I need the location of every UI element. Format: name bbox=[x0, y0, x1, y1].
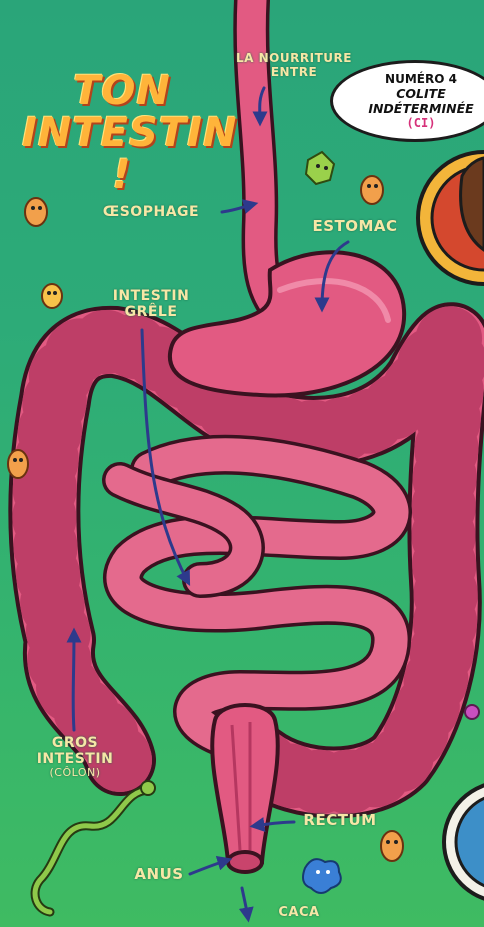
label-food-enters: LA NOURRITURE ENTRE bbox=[224, 52, 364, 80]
label-small-intestine-line-1: INTESTIN bbox=[96, 288, 206, 304]
small-intestine bbox=[120, 455, 392, 742]
character-portrait-top bbox=[418, 152, 484, 284]
germ-icon bbox=[8, 450, 28, 478]
label-anus: ANUS bbox=[124, 866, 194, 883]
label-large-intestine-line-1: GROS bbox=[20, 735, 130, 751]
germ-icon bbox=[381, 831, 403, 861]
title-line-1: TON bbox=[22, 70, 222, 112]
stomach bbox=[170, 252, 404, 395]
germ-icon bbox=[361, 176, 383, 204]
germ-icon bbox=[465, 705, 479, 719]
bubble-line-1: NUMÉRO 4 bbox=[346, 72, 484, 86]
label-esophagus: ŒSOPHAGE bbox=[86, 204, 216, 220]
label-small-intestine: INTESTIN GRÊLE bbox=[96, 288, 206, 320]
arrow-anus bbox=[190, 860, 228, 874]
worm-icon bbox=[35, 781, 155, 912]
title-line-2: INTESTIN ! bbox=[22, 112, 222, 196]
label-large-intestine-line-3: (CÔLON) bbox=[20, 767, 130, 780]
bubble-line-3: INDÉTERMINÉE bbox=[346, 101, 484, 116]
arrow-large-intestine bbox=[73, 632, 74, 730]
label-food-enters-line-1: LA NOURRITURE bbox=[224, 52, 364, 66]
label-large-intestine-line-2: INTESTIN bbox=[20, 751, 130, 767]
page-title: TON INTESTIN ! bbox=[22, 70, 222, 196]
character-portrait-bottom bbox=[444, 782, 484, 902]
anus bbox=[228, 852, 262, 872]
label-poop: CACA bbox=[264, 906, 334, 921]
label-stomach: ESTOMAC bbox=[300, 218, 410, 235]
rectum bbox=[212, 705, 278, 872]
label-food-enters-line-2: ENTRE bbox=[224, 66, 364, 80]
speech-bubble-text: NUMÉRO 4 COLITE INDÉTERMINÉE (CI) bbox=[346, 72, 484, 131]
arrow-poop bbox=[242, 888, 248, 918]
germ-icon bbox=[303, 859, 341, 893]
label-large-intestine: GROS INTESTIN (CÔLON) bbox=[20, 735, 130, 780]
label-rectum: RECTUM bbox=[290, 812, 390, 829]
germ-icon bbox=[25, 198, 47, 226]
germ-icon bbox=[42, 284, 62, 308]
label-small-intestine-line-2: GRÊLE bbox=[96, 304, 206, 320]
germ-icon bbox=[306, 152, 334, 184]
bubble-line-2: COLITE bbox=[346, 86, 484, 101]
bubble-line-4: (CI) bbox=[346, 116, 484, 130]
